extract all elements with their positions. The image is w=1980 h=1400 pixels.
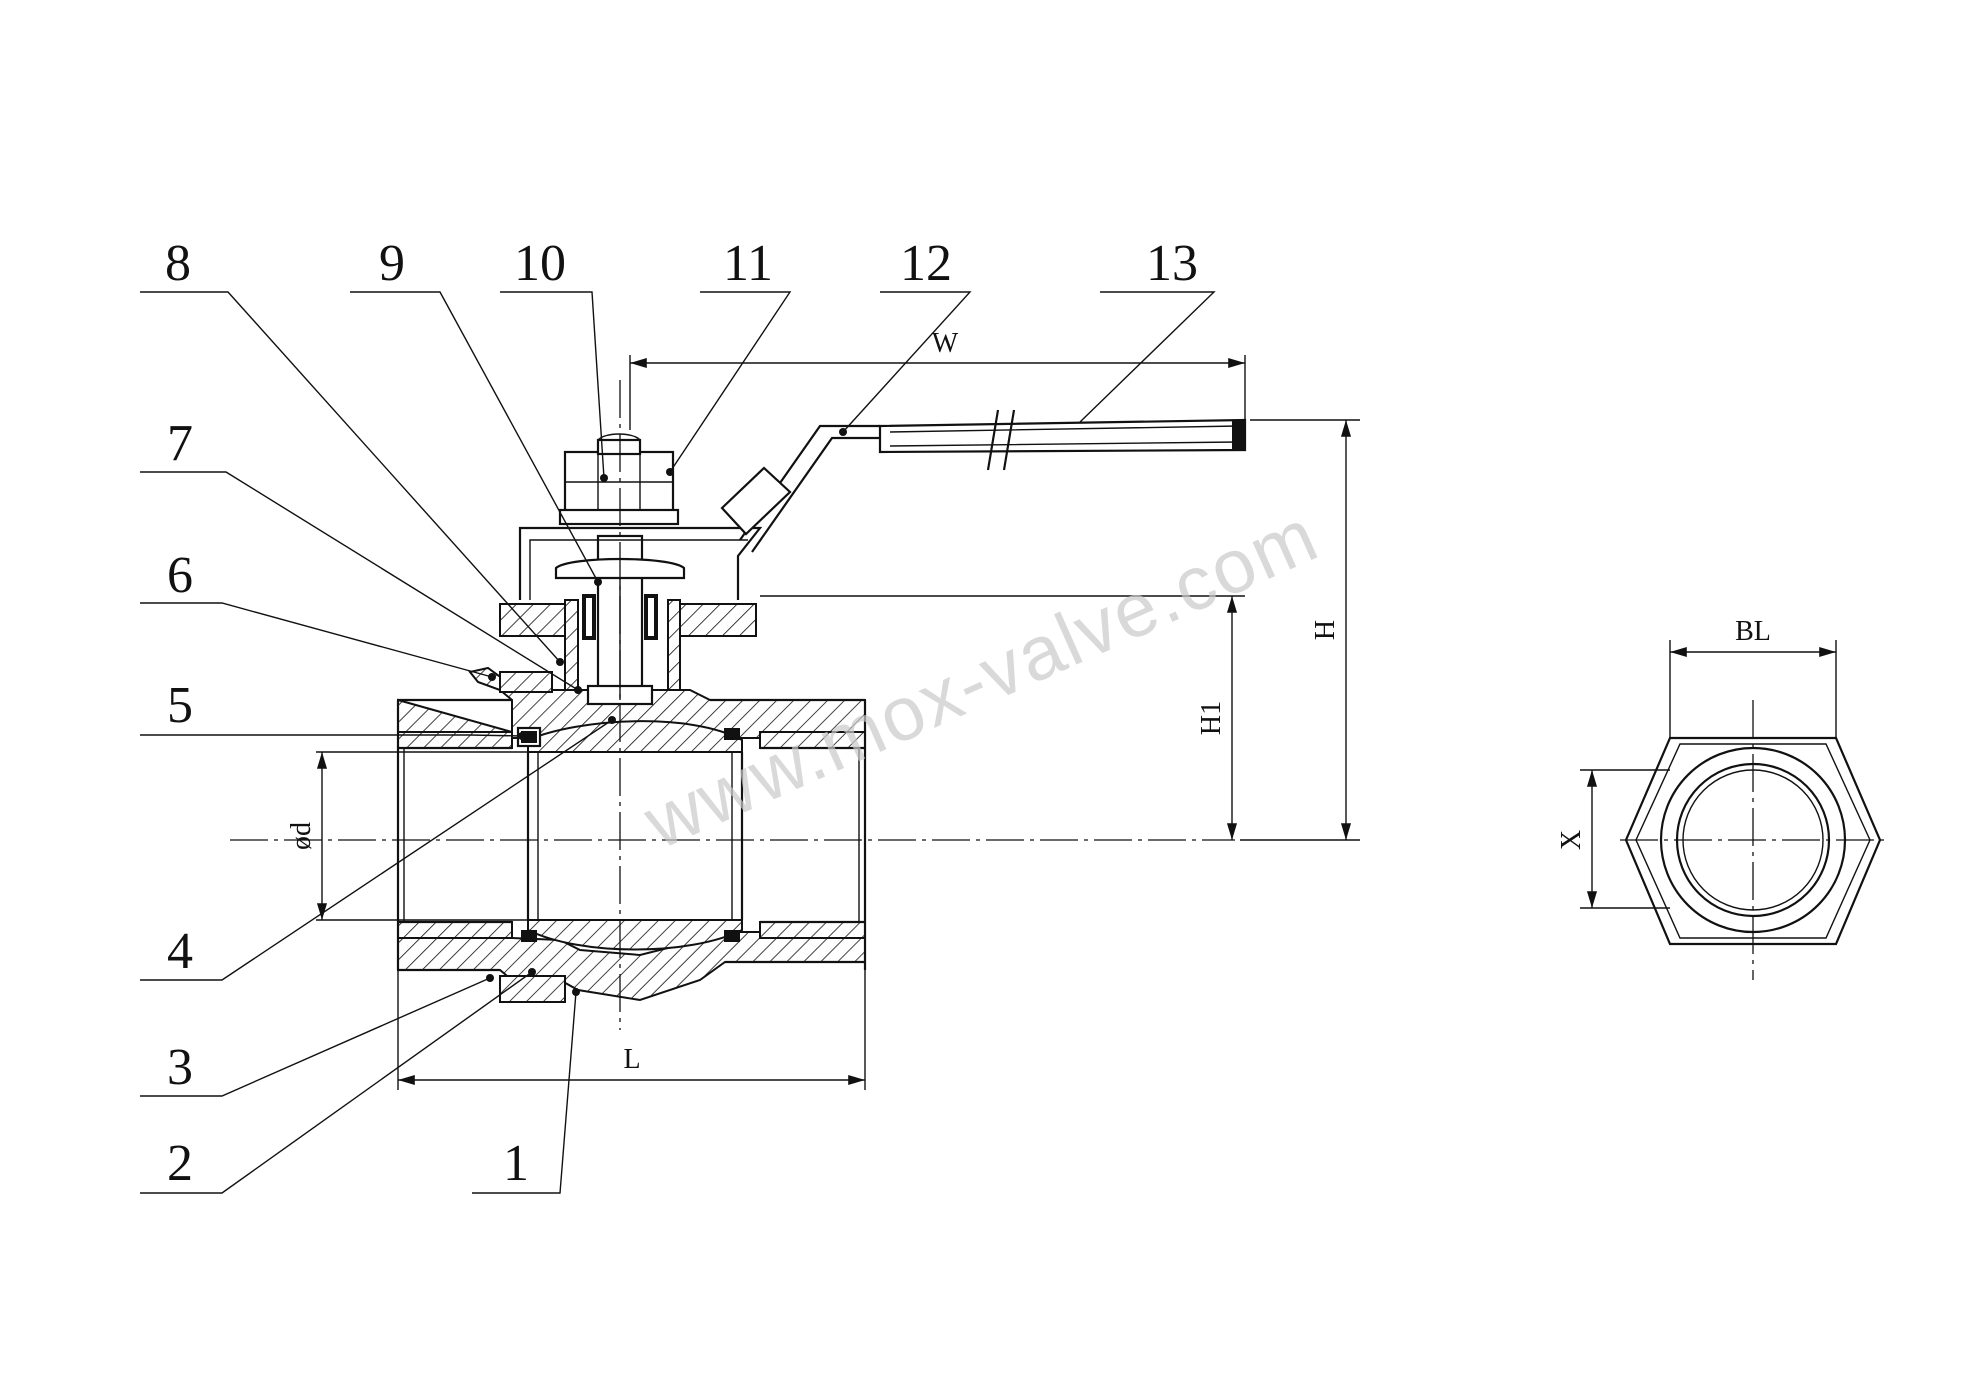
- callout-9: 9: [379, 235, 405, 292]
- dim-label-bl: BL: [1735, 616, 1771, 647]
- callout-5: 5: [167, 677, 193, 734]
- dim-label-h: H: [1310, 620, 1341, 640]
- callout-8: 8: [165, 235, 191, 292]
- callout-11: 11: [723, 235, 773, 292]
- callout-6: 6: [167, 547, 193, 604]
- callout-7: 7: [167, 415, 193, 472]
- dim-label-x: X: [1556, 830, 1587, 850]
- callout-2: 2: [167, 1135, 193, 1192]
- callout-12: 12: [900, 235, 952, 292]
- leader-lines: [140, 291, 1216, 1194]
- dimension-labels: W H H1 L ød BL X: [286, 328, 1771, 1075]
- valve-body: [230, 380, 1247, 1030]
- dimension-lines: [316, 355, 1360, 1090]
- dim-label-d: ød: [286, 822, 317, 850]
- callout-3: 3: [167, 1039, 193, 1096]
- watermark-text: www.mox-valve.com: [631, 492, 1330, 866]
- callout-numbers: 8 9 10 11 12 13 7 6 5 4 3 2 1: [165, 235, 1198, 1192]
- dim-label-l: L: [623, 1044, 640, 1075]
- callout-13: 13: [1146, 235, 1198, 292]
- end-view-hexagon: [1580, 640, 1890, 980]
- dim-label-h1: H1: [1196, 701, 1227, 735]
- callout-4: 4: [167, 923, 193, 980]
- callout-1: 1: [503, 1135, 529, 1192]
- dim-label-w: W: [932, 328, 959, 359]
- callout-10: 10: [514, 235, 566, 292]
